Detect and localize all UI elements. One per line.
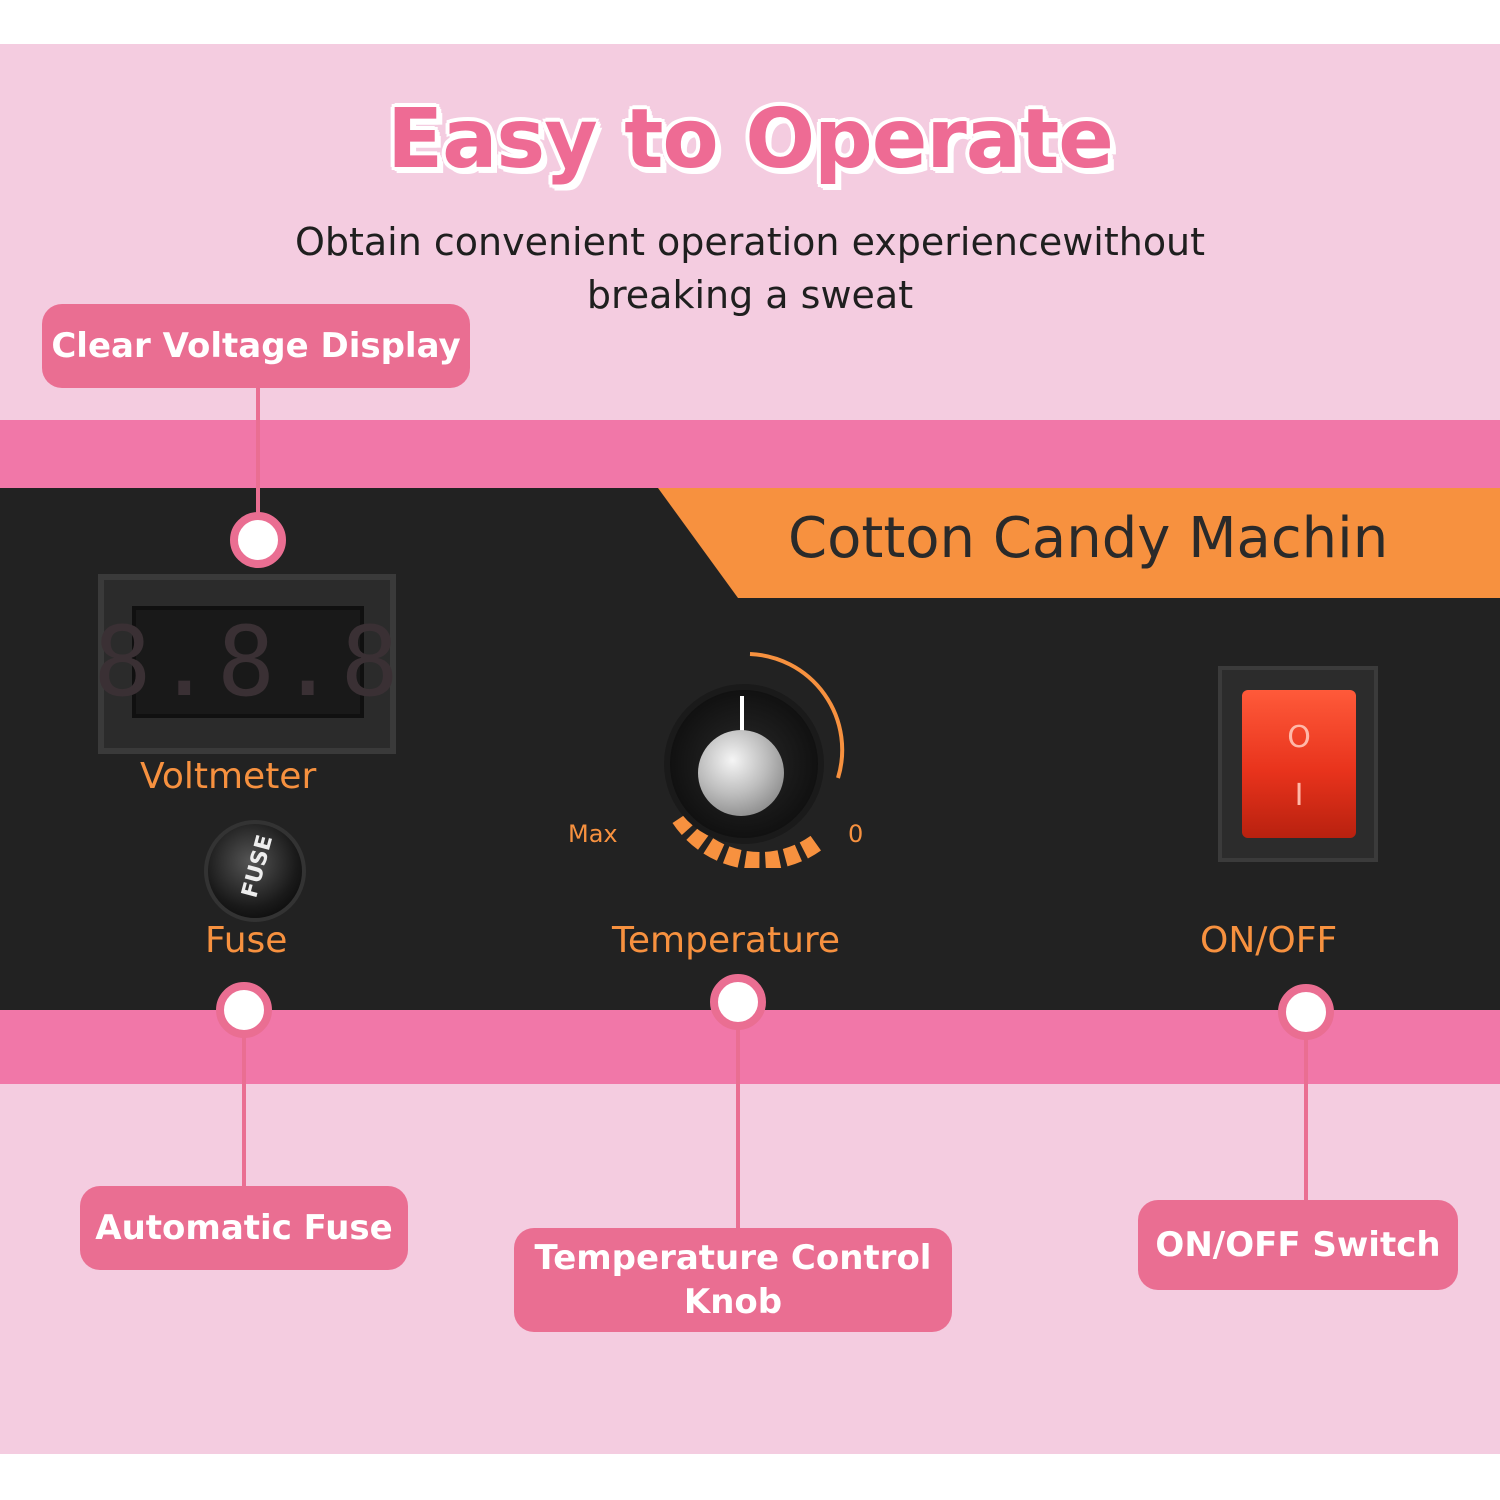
callout-temperature-knob: Temperature Control Knob: [514, 1228, 952, 1332]
switch-on-mark: I: [1294, 778, 1304, 813]
callout-temperature-line-1: Temperature Control: [534, 1238, 932, 1278]
onoff-label: ON/OFF: [1200, 920, 1338, 961]
fuse-label: Fuse: [205, 920, 288, 961]
brand-label-plate: Cotton Candy Machin: [658, 488, 1500, 598]
temperature-marker-dot: [710, 974, 766, 1030]
subtitle-line-1: Obtain convenient operation experiencewi…: [294, 220, 1206, 264]
voltmeter-display: 8.8.8: [93, 574, 403, 754]
callout-temperature-line-2: Knob: [683, 1282, 783, 1322]
infographic-canvas: Easy to Operate Obtain convenient operat…: [0, 44, 1500, 1454]
switch-leader-line: [1304, 1012, 1308, 1200]
temp-zero-label: 0: [848, 820, 864, 848]
page-title: Easy to Operate: [387, 92, 1114, 187]
fuse-cap-text: FUSE: [237, 832, 279, 901]
page-subtitle: Obtain convenient operation experiencewi…: [150, 216, 1350, 322]
knob-cap: [698, 730, 784, 816]
brand-label-text: Cotton Candy Machin: [788, 506, 1389, 571]
fuse-holder[interactable]: FUSE: [204, 820, 306, 922]
temperature-label: Temperature: [612, 920, 841, 961]
callout-onoff-switch: ON/OFF Switch: [1138, 1200, 1458, 1290]
temp-max-label: Max: [568, 820, 618, 848]
fuse-marker-dot: [216, 982, 272, 1038]
voltage-leader-line: [256, 386, 260, 540]
temperature-leader-line: [736, 1002, 740, 1228]
voltmeter-label: Voltmeter: [140, 756, 317, 797]
switch-marker-dot: [1278, 984, 1334, 1040]
voltmeter-screen: 8.8.8: [93, 606, 403, 718]
temperature-knob[interactable]: [664, 684, 824, 844]
subtitle-line-2: breaking a sweat: [586, 273, 914, 317]
callout-voltage-display: Clear Voltage Display: [42, 304, 470, 388]
power-switch-frame: O I: [1218, 666, 1378, 862]
voltage-marker-dot: [230, 512, 286, 568]
knob-pointer: [740, 696, 744, 738]
callout-automatic-fuse: Automatic Fuse: [80, 1186, 408, 1270]
power-switch-rocker[interactable]: O I: [1242, 690, 1356, 838]
temperature-scale-arc: [672, 652, 845, 868]
fuse-leader-line: [242, 1010, 246, 1186]
switch-off-mark: O: [1287, 720, 1311, 755]
